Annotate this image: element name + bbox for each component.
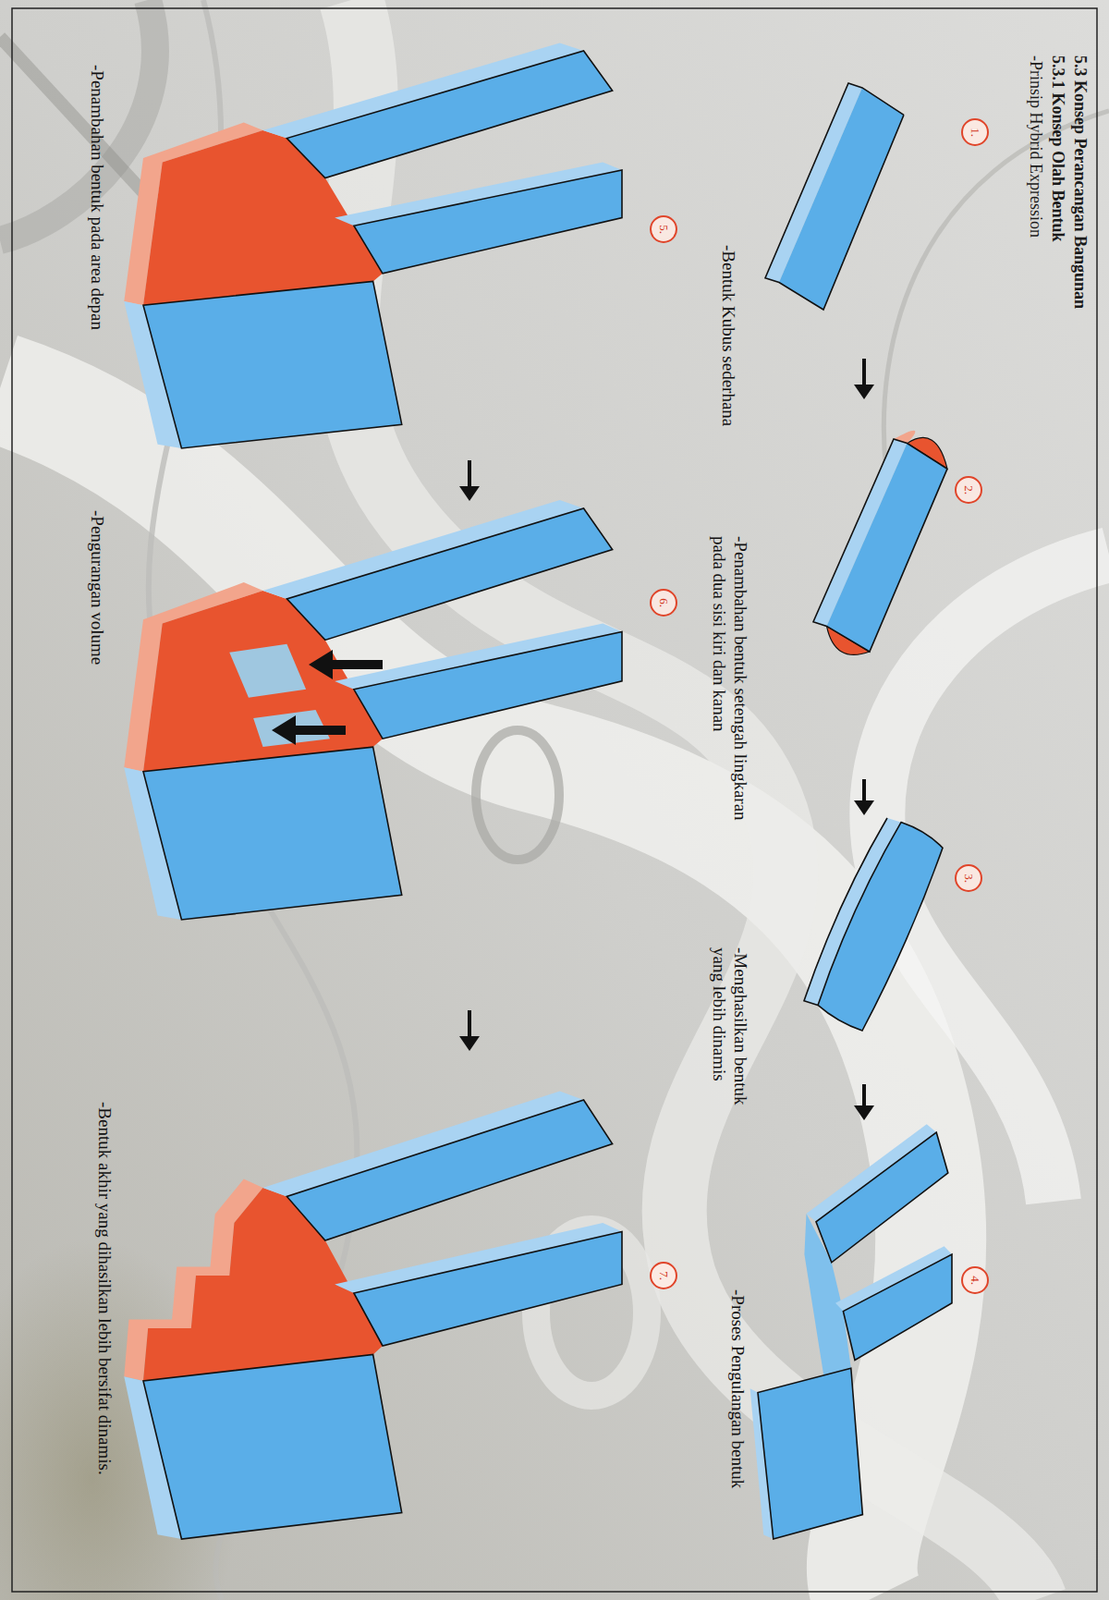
step-number-circle: 4. [961,1266,989,1294]
arrow-head [853,800,875,816]
callout-number: 2. [962,485,976,495]
callout-number: 5. [657,224,671,234]
flow-arrow [459,460,480,501]
callout-number: 6. [657,597,671,608]
step-2-shape [813,430,948,656]
step-6-shape [123,499,622,920]
arrow-shaft [862,358,866,389]
flow-arrow [853,1084,875,1121]
step-description: -Penambahan bentuk setengah lingkaran pa… [708,536,752,851]
subheading: 5.3.1 Konsep Olah Bentuk [1048,55,1069,243]
arrow-shaft [467,1010,472,1040]
step-number-circle: 6. [649,588,678,617]
step-4-shape [750,1123,952,1539]
step-panel: 1.-Bentuk Kubus sederhana [702,55,999,356]
step-number-circle: 2. [954,475,983,504]
heading: 5.3 Konsep Perancangan Bangunan [1070,55,1091,309]
arrow-shaft [862,1084,866,1109]
step-description: -Menghasilkan bentuk yang lebih dinamis [708,947,752,1133]
step-panel: 3.-Menghasilkan bentuk yang lebih dinami… [702,817,999,1082]
step-description: -Bentuk Kubus sederhana [718,244,740,523]
flow-arrow [853,358,875,400]
arrow-head [459,486,480,501]
step-description: -Bentuk akhir yang dihasilkan lebih bers… [94,1101,116,1499]
step-number-circle: 1. [961,118,989,147]
step-panel: 4.-Proses Pengulangan bentuk [702,1122,999,1558]
flow-arrow [853,779,875,816]
callout-number: 1. [968,127,983,137]
arrow-head [853,384,875,400]
flow-arrow [459,1010,480,1051]
step-panel: 2.-Penambahan bentuk setengah lingkaran … [702,402,999,777]
step-panel: 5. -Penambahan bentuk pada area depan [87,46,680,458]
step-number-circle: 5. [649,215,678,244]
page-frame [12,8,1097,1592]
callout-number: 3. [962,873,976,883]
step-7-shape [123,1091,622,1540]
step-5-shape [123,42,622,449]
callout-number: 7. [657,1270,671,1280]
step-3-shape [804,817,943,1031]
arrow-head [459,1035,480,1051]
callout-number: 4. [968,1275,983,1285]
subtraction-arrows [271,649,383,745]
step-description: -Proses Pengulangan bentuk [727,1289,749,1567]
step-panel: 6. -Pengurangan volume [87,503,680,1008]
step-panel: 7. -Bentuk akhir yang dihasilkan lebih be… [87,1053,680,1558]
arrow-shaft [467,460,472,490]
arrow-shaft [862,779,866,805]
step-number-circle: 3. [954,864,983,892]
step-1-shape [765,83,904,310]
step-number-circle: 7. [649,1261,678,1290]
step-description: -Penambahan bentuk pada area depan [86,64,109,453]
arrow-head [853,1105,875,1121]
subheading: -Prinsip Hybrid Expression [1025,55,1047,238]
step-description: -Pengurangan volume [86,510,109,788]
